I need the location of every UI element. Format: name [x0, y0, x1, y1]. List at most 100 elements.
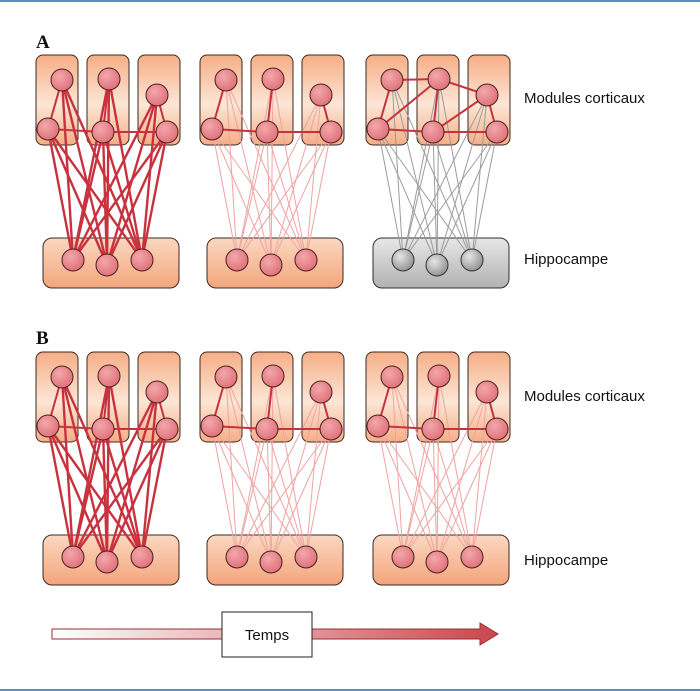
cortical-neuron: [421, 120, 445, 144]
panels-layer: [35, 54, 511, 586]
hippocampal-cortical-link: [471, 94, 488, 261]
hippocampal-cortical-link: [105, 391, 159, 563]
hippocampal-cortical-link: [305, 94, 322, 261]
hippocampal-neuron: [61, 248, 85, 272]
cortex-label-b: Modules corticaux: [524, 388, 645, 405]
stage-a-2: [199, 54, 345, 289]
hippocampal-cortical-link: [236, 131, 268, 261]
cortical-neuron: [214, 68, 238, 92]
hippocampal-cortical-link: [436, 428, 498, 563]
hippocampal-cortical-link: [436, 94, 488, 266]
hippocampal-neuron: [61, 545, 85, 569]
hippocampal-cortical-link: [236, 375, 274, 558]
time-arrow: Temps: [51, 611, 499, 658]
hippocampal-cortical-link: [270, 78, 274, 266]
panel-letter-a: A: [36, 32, 50, 53]
hippocampal-cortical-link: [225, 79, 238, 261]
time-label: Temps: [245, 627, 289, 644]
stage-b-2: [199, 351, 345, 586]
hippocampal-cortical-link: [402, 391, 488, 558]
hippocampal-cortical-link: [71, 94, 159, 261]
cortical-neuron: [319, 120, 343, 144]
hippocampal-cortical-link: [46, 128, 75, 261]
hippocampal-cortical-link: [105, 131, 169, 266]
cortical-neuron: [427, 67, 451, 91]
hippocampal-cortical-link: [436, 78, 440, 266]
stage-b-3: [365, 351, 511, 586]
hippocampal-cortical-link: [305, 428, 332, 558]
hippocampal-neuron: [130, 545, 154, 569]
hippocampal-cortical-link: [101, 131, 144, 261]
hippocampal-cortical-link: [377, 128, 438, 266]
hippocampal-cortical-link: [46, 425, 75, 558]
hippocampal-cortical-link: [391, 79, 404, 261]
hippocampal-neuron: [294, 248, 318, 272]
cortical-neuron: [155, 417, 179, 441]
cortical-neuron: [366, 414, 390, 438]
hippocampal-cortical-link: [377, 425, 404, 558]
hippocampal-cortical-link: [225, 376, 238, 558]
hippocampal-cortical-link: [211, 425, 272, 563]
hippocampal-cortical-link: [225, 376, 307, 558]
hippocampal-cortical-link: [391, 376, 404, 558]
hippocampal-cortical-link: [225, 376, 272, 563]
hippocampal-cortical-link: [266, 428, 307, 558]
cortical-neuron: [145, 83, 169, 107]
stage-a-1: [35, 54, 181, 289]
cortical-neuron: [475, 380, 499, 404]
cortical-neuron: [200, 117, 224, 141]
cortical-neuron: [214, 365, 238, 389]
hippocampal-cortical-link: [107, 78, 144, 261]
hippocampal-neuron: [95, 253, 119, 277]
hippocampal-cortical-link: [60, 376, 109, 563]
hippocampal-cortical-link: [140, 94, 159, 261]
hippocampal-cortical-link: [402, 375, 440, 558]
hippocampal-cortical-link: [105, 375, 111, 563]
hippocampal-cortical-link: [377, 425, 473, 558]
cortical-neuron: [319, 417, 343, 441]
hippocampal-cortical-link: [270, 131, 332, 266]
hippocampal-cortical-link: [438, 375, 473, 558]
hippocampal-cortical-link: [266, 428, 272, 563]
hippocampus-label-a: Hippocampe: [524, 251, 608, 268]
hippocampal-neuron: [391, 248, 415, 272]
hippocampal-cortical-link: [305, 391, 322, 558]
cortical-neuron: [309, 83, 333, 107]
hippocampal-neuron: [391, 545, 415, 569]
cortical-neuron: [91, 417, 115, 441]
hippocampal-cortical-link: [272, 78, 307, 261]
hippocampal-cortical-link: [432, 428, 473, 558]
hippocampal-cortical-link: [211, 425, 307, 558]
hippocampal-cortical-link: [471, 391, 488, 558]
cortical-neuron: [427, 364, 451, 388]
hippocampal-cortical-link: [71, 428, 105, 558]
stage-b-1: [35, 351, 181, 586]
hippocampal-cortical-link: [46, 128, 109, 266]
hippocampal-cortical-link: [105, 428, 169, 563]
hippocampal-neuron: [130, 248, 154, 272]
hippocampal-cortical-link: [436, 131, 498, 266]
cortical-neuron: [155, 120, 179, 144]
cortical-neuron: [255, 120, 279, 144]
cortical-neuron: [485, 417, 509, 441]
hippocampal-cortical-link: [432, 131, 473, 261]
hippocampal-cortical-link: [402, 78, 440, 261]
cortical-neuron: [485, 120, 509, 144]
hippocampal-cortical-link: [140, 131, 169, 261]
stage-a-3: [365, 54, 511, 289]
cortical-neuron: [261, 364, 285, 388]
hippocampal-cortical-link: [140, 391, 159, 558]
cortical-neuron: [36, 414, 60, 438]
hippocampal-neuron: [225, 248, 249, 272]
hippocampal-cortical-link: [71, 131, 105, 261]
hippocampal-cortical-link: [272, 375, 307, 558]
hippocampal-cortical-link: [266, 131, 272, 266]
hippocampal-cortical-link: [391, 376, 438, 563]
hippocampal-cortical-link: [46, 425, 109, 563]
cortical-neuron: [50, 68, 74, 92]
hippocampal-cortical-link: [270, 375, 274, 563]
hippocampal-cortical-link: [211, 128, 272, 266]
hippocampal-cortical-link: [432, 131, 438, 266]
hippocampal-cortical-link: [471, 428, 498, 558]
